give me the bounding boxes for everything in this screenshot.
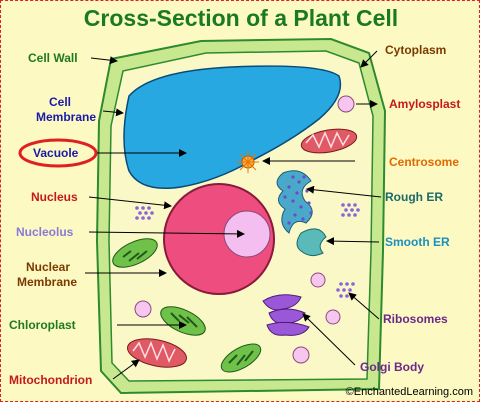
vacuole-highlight-ring — [18, 138, 98, 168]
vacuole-shape — [123, 65, 342, 189]
chloroplast-shape-lower — [220, 343, 262, 373]
label-nuclear-membrane-line2: Membrane — [17, 275, 78, 289]
centrosome-shape — [237, 151, 259, 173]
vesicle — [134, 300, 152, 318]
label-golgi-body: Golgi Body — [360, 360, 424, 374]
golgi-body-shape — [262, 294, 310, 336]
smooth-er-shape — [296, 228, 327, 257]
ribosomes-cluster-left — [135, 206, 154, 220]
rough-er-shape — [276, 170, 313, 234]
label-chloroplast: Chloroplast — [9, 318, 76, 332]
vesicle — [325, 309, 341, 325]
ribosomes-cluster-right — [341, 203, 360, 217]
label-cell-membrane-line2: Membrane — [36, 110, 97, 124]
label-vacuole: Vacuole — [33, 146, 79, 160]
credit-text: ©EnchantedLearning.com — [345, 386, 473, 398]
chloroplast-shape-left — [112, 238, 158, 268]
label-nucleolus: Nucleolus — [16, 225, 74, 239]
label-smooth-er: Smooth ER — [385, 235, 450, 249]
label-centrosome: Centrosome — [389, 155, 460, 169]
label-mitochondrion: Mitochondrion — [9, 373, 93, 387]
label-cell-membrane-line1: Cell — [49, 95, 72, 109]
label-amylosplast: Amylosplast — [389, 97, 461, 111]
diagram-title: Cross-Section of a Plant Cell — [83, 5, 399, 31]
mitochondrion-shape-lower — [127, 338, 187, 368]
mitochondrion-shape-upper — [300, 128, 358, 154]
label-cytoplasm: Cytoplasm — [385, 43, 447, 57]
label-nucleus: Nucleus — [31, 190, 78, 204]
leader-lines — [85, 50, 382, 380]
label-cell-wall: Cell Wall — [28, 51, 78, 65]
vesicle — [310, 272, 326, 288]
label-nuclear-membrane-line1: Nuclear — [26, 260, 71, 274]
amyloplast-shape — [337, 95, 355, 113]
vesicle — [292, 346, 310, 364]
label-ribosomes: Ribosomes — [383, 312, 448, 326]
label-rough-er: Rough ER — [385, 190, 443, 204]
